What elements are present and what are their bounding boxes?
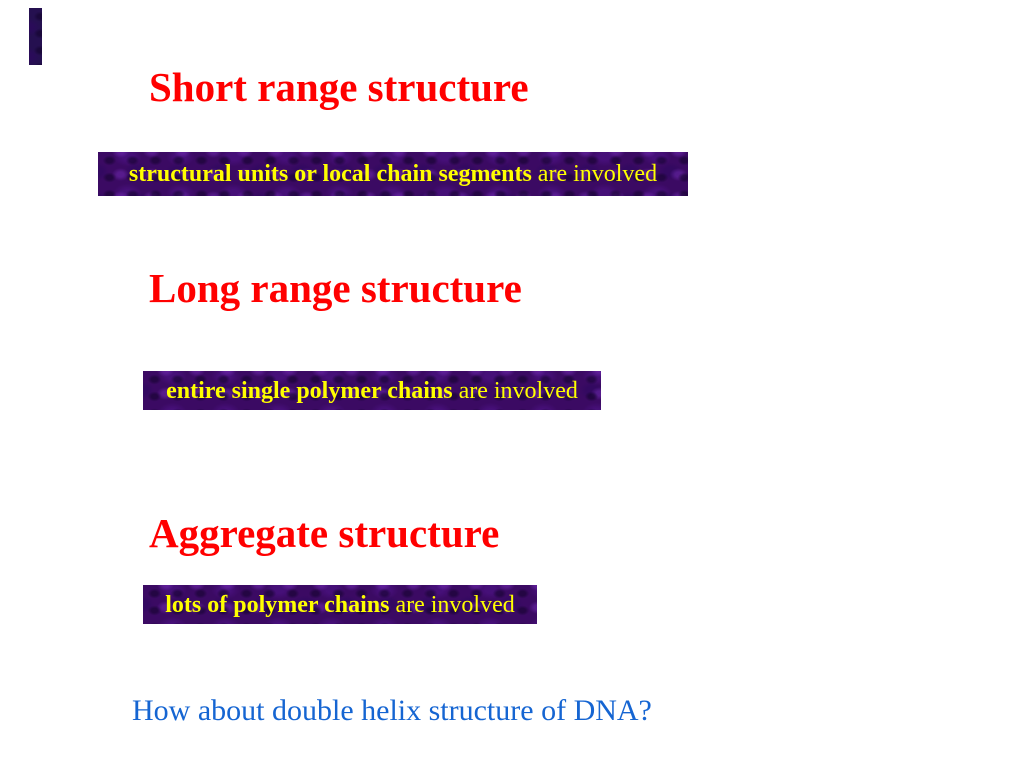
banner-aggregate-rest-text: are involved	[389, 591, 515, 618]
banner-aggregate: lots of polymer chains are involved	[143, 585, 537, 624]
banner-long-range: entire single polymer chains are involve…	[143, 371, 601, 410]
banner-long-range-bold-text: entire single polymer chains	[166, 377, 453, 404]
banner-short-range-rest-text: are involved	[531, 161, 658, 187]
heading-short-range: Short range structure	[149, 64, 529, 110]
banner-short-range-bold-text: structural units or local chain segments	[128, 161, 532, 187]
accent-bar	[29, 8, 42, 65]
banner-long-range-rest-text: are involved	[452, 377, 578, 404]
banner-short-range: structural units or local chain segments…	[98, 152, 688, 196]
heading-long-range: Long range structure	[149, 265, 522, 311]
banner-aggregate-bold-text: lots of polymer chains	[165, 591, 390, 618]
question-text: How about double helix structure of DNA?	[132, 694, 652, 727]
heading-aggregate: Aggregate structure	[149, 510, 500, 556]
